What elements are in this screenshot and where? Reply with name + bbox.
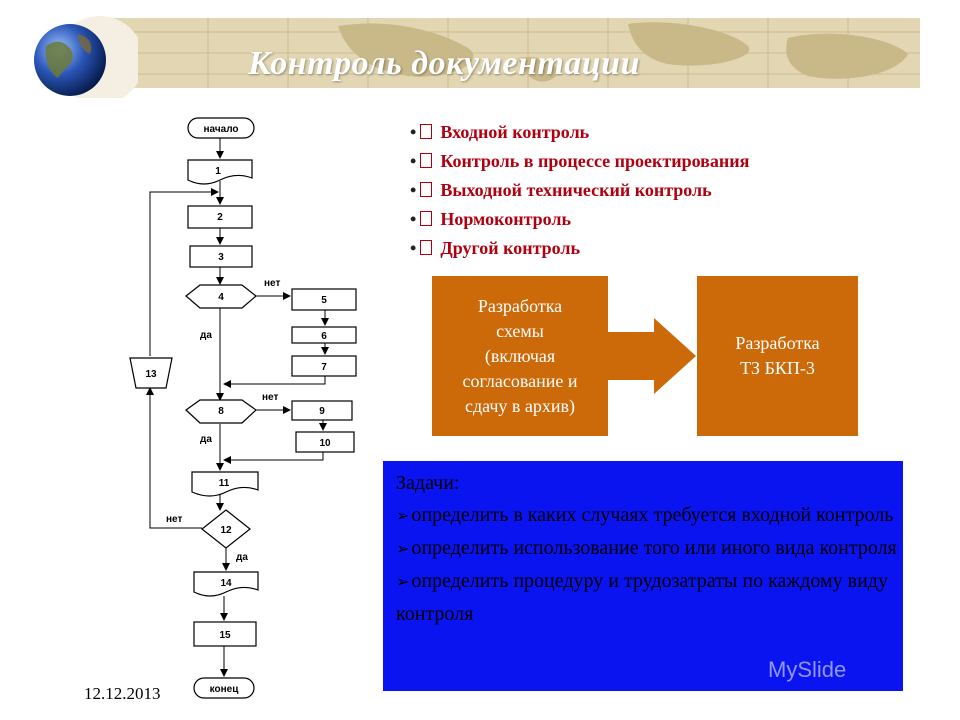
checkbox-icon [420, 182, 433, 197]
process-step-tz: Разработка ТЗ БКП-3 [697, 276, 858, 436]
flow-node-9 [291, 400, 353, 421]
label-no: нет [262, 392, 278, 403]
arrow-check-icon: ➢ [396, 506, 410, 525]
flow-start-label: начало [203, 124, 238, 135]
tasks-heading: Задачи: [396, 472, 460, 494]
svg-text:3: 3 [218, 252, 224, 263]
flow-node-13 [129, 357, 173, 389]
watermark: MySlide [768, 657, 847, 682]
tasks-box: Задачи: ➢определить в каких случаях треб… [383, 461, 903, 691]
list-item: •Выходной технический контроль [410, 180, 712, 200]
flow-node-1 [187, 159, 253, 185]
svg-text:6: 6 [321, 331, 327, 342]
flow-node-4 [185, 284, 257, 309]
task-item: ➢определить использование того или иного… [396, 537, 897, 559]
label-yes: да [236, 552, 248, 563]
world-map-background [88, 18, 920, 88]
flow-node-6 [291, 326, 357, 344]
flow-node-8 [185, 399, 257, 424]
slide-date: 12.12.2013 [84, 684, 161, 703]
flow-node-7 [291, 355, 357, 377]
flow-end [193, 677, 255, 699]
flow-node-3 [189, 245, 253, 268]
flow-node-15 [193, 621, 257, 647]
flow-end-label: конец [210, 684, 240, 695]
slide-title: Контроль документации [248, 45, 641, 82]
process-arrow-icon [604, 318, 696, 394]
arrow-check-icon: ➢ [396, 539, 410, 558]
list-item: •Другой контроль [410, 238, 581, 258]
svg-text:8: 8 [218, 406, 224, 417]
task-item: ➢определить в каких случаях требуется вх… [396, 504, 894, 526]
svg-text:2: 2 [217, 212, 223, 223]
flow-node-2 [187, 205, 253, 229]
checkbox-icon [420, 240, 433, 255]
svg-text:13: 13 [145, 369, 157, 380]
header-band: Контроль документации [88, 18, 920, 88]
svg-text:14: 14 [220, 578, 232, 589]
globe-icon [34, 16, 138, 98]
label-yes: да [200, 434, 212, 445]
svg-text:1: 1 [215, 166, 221, 177]
flowchart-diagram: начало 1 2 3 4 5 6 7 8 9 10 11 12 13 14 … [129, 117, 357, 699]
flow-node-11 [191, 471, 259, 497]
svg-text:11: 11 [219, 478, 230, 489]
flow-node-14 [193, 571, 259, 597]
checkbox-icon [420, 153, 433, 168]
svg-text:10: 10 [319, 438, 331, 449]
list-item: •Нормоконтроль [410, 209, 572, 229]
process-step-scheme: Разработка схемы (включая согласование и… [432, 276, 608, 436]
flow-node-5 [291, 288, 357, 311]
svg-text:9: 9 [319, 406, 325, 417]
arrow-check-icon: ➢ [396, 572, 410, 591]
label-no: нет [264, 278, 280, 289]
checkbox-icon [420, 124, 433, 139]
svg-text:5: 5 [321, 295, 327, 306]
label-no: нет [166, 514, 182, 525]
task-item: ➢определить процедуру и трудозатраты по … [396, 570, 888, 625]
list-item: •Входной контроль [410, 122, 590, 142]
svg-text:7: 7 [321, 362, 327, 373]
flow-start [187, 117, 255, 139]
checkbox-icon [420, 211, 433, 226]
svg-text:12: 12 [220, 525, 232, 536]
control-types-list: •Входной контроль •Контроль в процессе п… [410, 118, 749, 263]
svg-text:4: 4 [218, 292, 224, 303]
flow-node-10 [295, 431, 355, 453]
flow-node-12 [201, 509, 251, 549]
svg-text:15: 15 [219, 630, 231, 641]
list-item: •Контроль в процессе проектирования [410, 151, 750, 171]
label-yes: да [200, 330, 212, 341]
